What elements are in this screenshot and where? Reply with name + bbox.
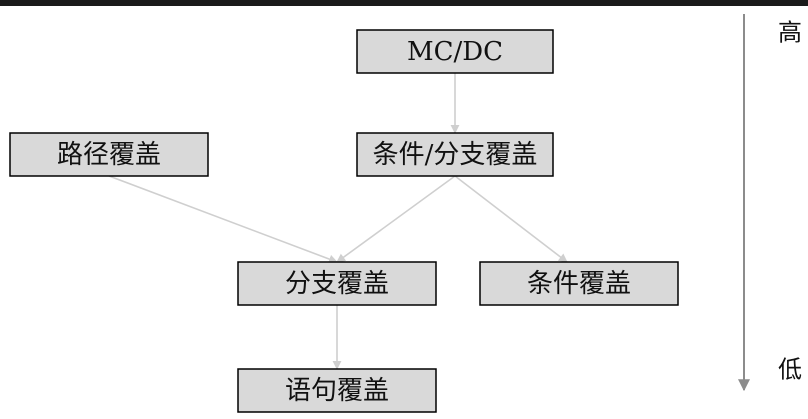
edge-condbranch-to-condition bbox=[454, 175, 568, 263]
scale-high-label: 高 bbox=[778, 19, 802, 47]
node-mcdc: MC/DC bbox=[356, 29, 554, 74]
edge-path-to-branch bbox=[108, 175, 338, 264]
top-border-band bbox=[0, 0, 808, 6]
node-mcdc-label: MC/DC bbox=[407, 37, 503, 67]
edge-condbranch-to-branch bbox=[336, 175, 456, 263]
node-condition-branch-coverage: 条件/分支覆盖 bbox=[356, 132, 554, 177]
scale-low-label: 低 bbox=[778, 356, 802, 384]
node-path-coverage-label: 路径覆盖 bbox=[57, 140, 161, 170]
node-condition-coverage-label: 条件覆盖 bbox=[527, 269, 631, 299]
edge-layer bbox=[108, 73, 568, 370]
node-statement-coverage: 语句覆盖 bbox=[237, 368, 437, 413]
node-path-coverage: 路径覆盖 bbox=[9, 132, 209, 177]
node-condition-coverage: 条件覆盖 bbox=[479, 261, 679, 306]
strength-scale: 高 低 bbox=[738, 14, 802, 392]
node-condition-branch-coverage-label: 条件/分支覆盖 bbox=[373, 140, 538, 170]
node-branch-coverage: 分支覆盖 bbox=[237, 261, 437, 306]
node-branch-coverage-label: 分支覆盖 bbox=[285, 269, 389, 299]
node-statement-coverage-label: 语句覆盖 bbox=[285, 376, 389, 406]
